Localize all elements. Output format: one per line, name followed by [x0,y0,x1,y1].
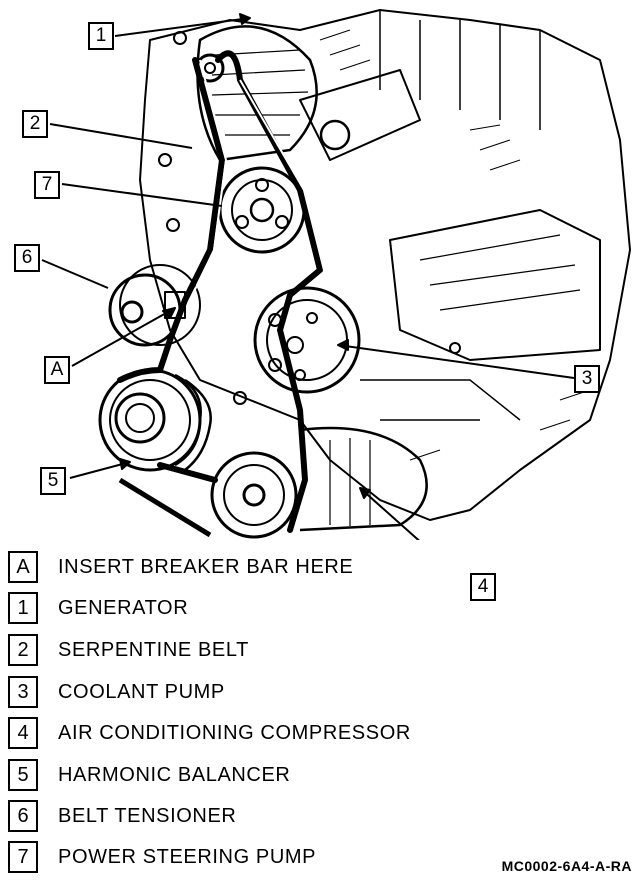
legend-text: INSERT BREAKER BAR HERE [58,555,354,578]
legend-key: 7 [8,841,38,873]
serpentine-belt [117,50,323,533]
legend-row-4: 4 AIR CONDITIONING COMPRESSOR [8,716,411,750]
figure-code: MC0002-6A4-A-RA [501,858,632,874]
callout-1: 1 [88,22,114,50]
legend-row-7: 7 POWER STEERING PUMP [8,840,316,874]
callout-5: 5 [40,467,66,495]
legend-text: SERPENTINE BELT [58,638,249,661]
ac-compressor-pulley [210,451,298,539]
legend-key: 5 [8,759,38,791]
legend-row-A: A INSERT BREAKER BAR HERE [8,550,353,584]
legend-key: A [8,551,38,583]
legend-key: 4 [8,717,38,749]
legend-row-6: 6 BELT TENSIONER [8,799,236,833]
callout-4: 4 [470,573,496,601]
legend-text: AIR CONDITIONING COMPRESSOR [58,721,411,744]
legend-key: 6 [8,800,38,832]
legend-row-3: 3 COOLANT PUMP [8,675,225,709]
engine-belt-diagram [41,9,631,540]
callout-A: A [44,356,70,384]
callout-2: 2 [22,110,48,138]
legend-text: BELT TENSIONER [58,804,237,827]
legend-key: 1 [8,592,38,624]
legend-row-5: 5 HARMONIC BALANCER [8,758,290,792]
engine-block [139,9,631,521]
legend-text: GENERATOR [58,596,189,619]
callout-7: 7 [34,171,60,199]
callout-3: 3 [574,365,600,393]
legend-text: COOLANT PUMP [58,680,225,703]
legend-text: HARMONIC BALANCER [58,763,291,786]
legend-key: 2 [8,634,38,666]
coolant-pump-pulley [253,286,361,394]
legend-text: POWER STEERING PUMP [58,845,317,868]
legend-key: 3 [8,676,38,708]
legend-row-2: 2 SERPENTINE BELT [8,633,249,667]
legend-row-1: 1 GENERATOR [8,591,188,625]
callout-6: 6 [14,244,40,272]
generator [196,25,318,162]
